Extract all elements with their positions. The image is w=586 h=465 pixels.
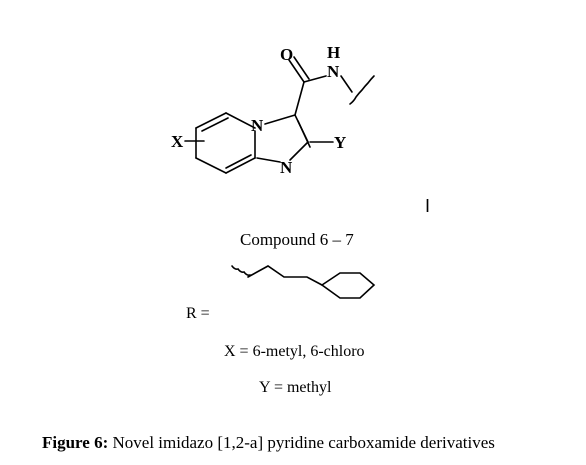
atom-o: O <box>280 45 293 64</box>
bond <box>340 75 353 93</box>
y-definition: Y = methyl <box>259 379 332 396</box>
bond <box>293 56 310 80</box>
bond <box>294 81 305 116</box>
atom-n-amide: N <box>327 62 340 81</box>
bond <box>201 117 229 132</box>
atom-h: H <box>327 43 340 62</box>
figure-caption: Figure 6: Novel imidazo [1,2-a] pyridine… <box>42 433 495 453</box>
bond <box>256 157 281 163</box>
caption-text: Novel imidazo [1,2-a] pyridine carboxami… <box>108 433 495 452</box>
bond <box>303 75 327 83</box>
wavy-bond <box>349 75 375 105</box>
compound-label: Compound 6 – 7 <box>240 230 354 249</box>
atom-x: X <box>171 132 184 151</box>
bond <box>195 157 227 174</box>
bond <box>289 141 309 161</box>
cursor-marker: I <box>425 196 431 216</box>
alkyl-chain <box>247 265 323 286</box>
bond <box>297 120 311 148</box>
bond <box>264 114 296 125</box>
caption-prefix: Figure 6: <box>42 433 109 452</box>
bond <box>225 112 256 129</box>
r-group-label: R = <box>186 305 210 322</box>
bond <box>288 59 305 83</box>
atom-n-ring: N <box>280 158 293 177</box>
atom-y: Y <box>334 133 346 152</box>
wavy-bond <box>231 265 251 276</box>
bond <box>225 157 256 174</box>
bond <box>225 154 252 169</box>
atom-n-bridge: N <box>251 116 264 135</box>
cyclohexane-ring <box>320 272 376 299</box>
bond <box>195 112 227 129</box>
x-definition: X = 6-metyl, 6-chloro <box>224 343 365 360</box>
